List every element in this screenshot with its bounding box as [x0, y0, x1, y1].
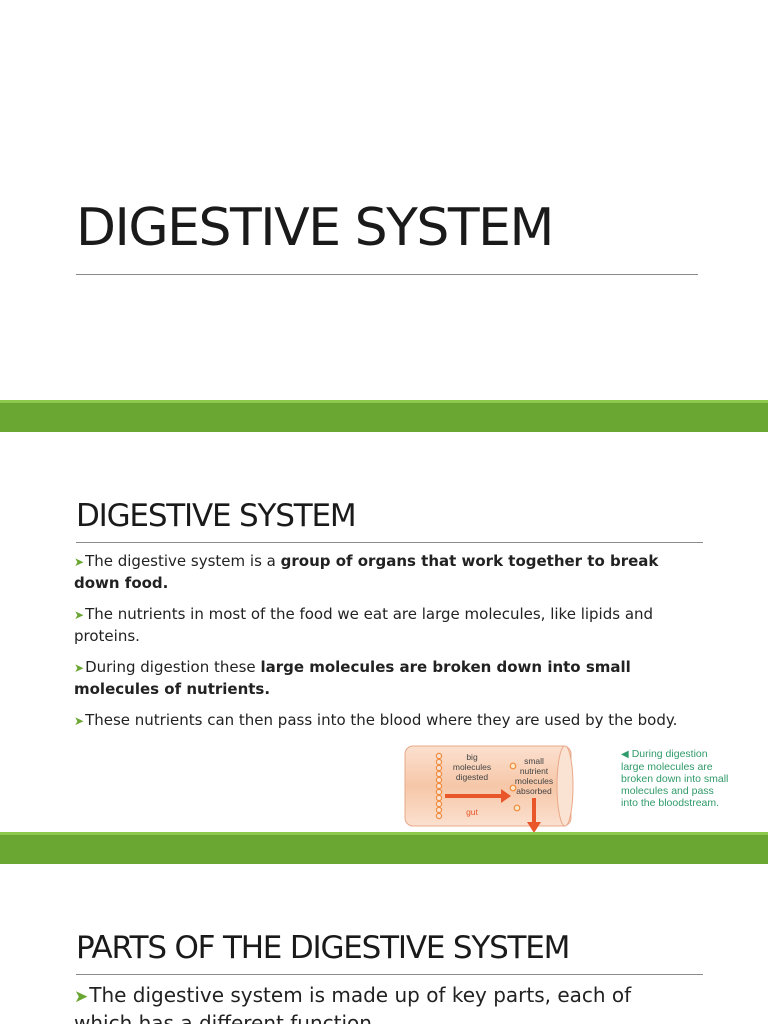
right-arrowhead-icon: ➤	[74, 608, 85, 622]
bullet-item: ➤The digestive system is a group of orga…	[74, 551, 704, 594]
digestion-arrowhead	[501, 789, 511, 803]
bullet-item: ➤The nutrients in most of the food we ea…	[74, 604, 704, 647]
bullet-bold-text: group of organs that work together to br…	[74, 552, 659, 592]
parts-slide: PARTS OF THE DIGESTIVE SYSTEM ➤The diges…	[0, 864, 768, 1024]
bullet-list: ➤The digestive system is a group of orga…	[74, 551, 704, 742]
bullet-item: ➤The digestive system is made up of key …	[74, 982, 694, 1024]
small-molecules	[509, 762, 521, 812]
bullet-item: ➤These nutrients can then pass into the …	[74, 710, 704, 732]
title-divider	[76, 274, 698, 275]
slide-separator	[0, 400, 768, 432]
title-slide: DIGESTIVE SYSTEM	[0, 0, 768, 400]
big-molecule-chain	[435, 752, 443, 820]
right-arrowhead-icon: ➤	[74, 714, 85, 728]
bullet-text: The digestive system is made up of key p…	[74, 983, 632, 1024]
slide-title: DIGESTIVE SYSTEM	[76, 198, 554, 258]
slide-heading: PARTS OF THE DIGESTIVE SYSTEM	[76, 930, 570, 966]
label-gut: gut	[466, 807, 478, 817]
heading-divider	[76, 974, 703, 975]
right-arrowhead-icon: ➤	[74, 555, 85, 569]
digestive-system-slide: DIGESTIVE SYSTEM ➤The digestive system i…	[0, 432, 768, 832]
bullet-text: During digestion these	[85, 658, 261, 676]
gut-tube-end	[556, 745, 574, 827]
bullet-text: The digestive system is a	[85, 552, 281, 570]
absorption-arrow	[532, 798, 536, 824]
bullet-text: The nutrients in most of the food we eat…	[74, 605, 654, 645]
slide-heading: DIGESTIVE SYSTEM	[76, 498, 357, 534]
right-arrowhead-icon: ➤	[74, 987, 89, 1007]
absorption-arrowhead	[527, 822, 541, 832]
slide-separator	[0, 832, 768, 864]
left-triangle-icon: ◀	[621, 749, 629, 760]
heading-divider	[76, 542, 703, 543]
bullet-text: These nutrients can then pass into the b…	[85, 711, 678, 729]
right-arrowhead-icon: ➤	[74, 661, 85, 675]
figure-caption: ◀During digestion large molecules are br…	[621, 748, 731, 809]
digestion-arrow	[445, 794, 501, 798]
bullet-bold-text: large molecules are broken down into sma…	[74, 658, 631, 698]
bullet-item: ➤During digestion these large molecules …	[74, 657, 704, 700]
figure-caption-text: During digestion large molecules are bro…	[621, 748, 729, 809]
